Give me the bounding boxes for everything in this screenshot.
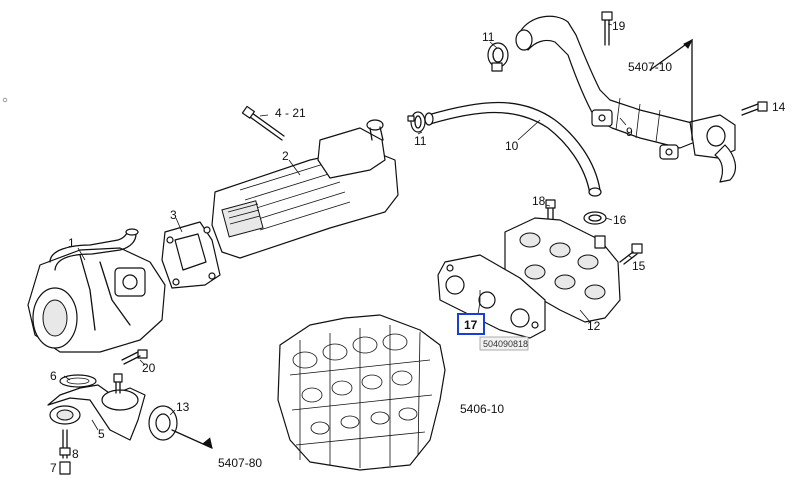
engine-block	[277, 314, 446, 471]
bolt-4-21[interactable]	[241, 105, 285, 141]
ref-label-5407-10[interactable]: 5407-10	[628, 60, 672, 74]
clamp-11-lower[interactable]	[407, 111, 426, 133]
edge-marker	[2, 97, 8, 103]
part-label-16[interactable]: 16	[613, 213, 627, 227]
part-label-18[interactable]: 18	[532, 194, 546, 208]
part-label-4-21[interactable]: 4 - 21	[275, 106, 306, 120]
part-label-10[interactable]: 10	[505, 139, 519, 153]
arrow-ref-5407-80	[171, 429, 213, 449]
egr-valve[interactable]	[27, 228, 166, 353]
ref-label-5406-10[interactable]: 5406-10	[460, 402, 504, 416]
part-17-highlight-box[interactable]	[457, 313, 485, 335]
ref-label-5407-80[interactable]: 5407-80	[218, 456, 262, 470]
part-17-highlight[interactable]: 17	[457, 313, 485, 335]
part-labels: 1 2 3 4 - 21 5 6 7 8 9 10 11 11 12 13 14…	[50, 19, 786, 475]
clamp-16[interactable]	[583, 211, 607, 225]
part-label-17[interactable]: 17	[464, 318, 478, 332]
part-tooltip-text: 504090818	[483, 339, 528, 349]
elbow-pipe-5[interactable]	[47, 384, 146, 441]
stud-8[interactable]	[59, 429, 71, 459]
nut-7[interactable]	[59, 461, 71, 475]
pipe-10[interactable]	[424, 101, 602, 197]
part-label-8[interactable]: 8	[72, 447, 79, 461]
part-tooltip: 504090818	[479, 336, 529, 351]
gasket-6[interactable]	[59, 374, 97, 388]
part-label-14[interactable]: 14	[772, 100, 786, 114]
gasket-17[interactable]	[437, 254, 546, 339]
arrow-ref-5407-10	[649, 38, 694, 141]
plate-12[interactable]	[504, 217, 621, 323]
part-label-3[interactable]: 3	[170, 208, 177, 222]
gasket-13[interactable]	[148, 405, 178, 441]
part-label-9[interactable]: 9	[626, 125, 633, 139]
part-label-5[interactable]: 5	[98, 427, 105, 441]
bolt-20[interactable]	[121, 349, 148, 365]
part-label-6[interactable]: 6	[50, 369, 57, 383]
bolt-15[interactable]	[619, 243, 643, 265]
bolt-14[interactable]	[741, 101, 768, 116]
pipe-9[interactable]	[515, 15, 737, 183]
part-label-19[interactable]: 19	[612, 19, 626, 33]
part-label-12[interactable]: 12	[587, 319, 601, 333]
leader-lines	[63, 23, 633, 431]
part-label-13[interactable]: 13	[176, 400, 190, 414]
part-label-11-upper[interactable]: 11	[482, 30, 495, 44]
part-label-1[interactable]: 1	[68, 236, 75, 250]
part-label-11-lower[interactable]: 11	[414, 134, 427, 148]
part-label-15[interactable]: 15	[632, 259, 646, 273]
part-label-20[interactable]: 20	[142, 361, 156, 375]
egr-cooler[interactable]	[211, 119, 399, 259]
bolt-small[interactable]	[113, 373, 123, 394]
clamp-11-upper[interactable]	[487, 42, 509, 72]
bolt-19[interactable]	[601, 11, 613, 46]
part-label-2[interactable]: 2	[282, 149, 289, 163]
gasket-3[interactable]	[161, 221, 221, 289]
part-label-7[interactable]: 7	[50, 461, 57, 475]
